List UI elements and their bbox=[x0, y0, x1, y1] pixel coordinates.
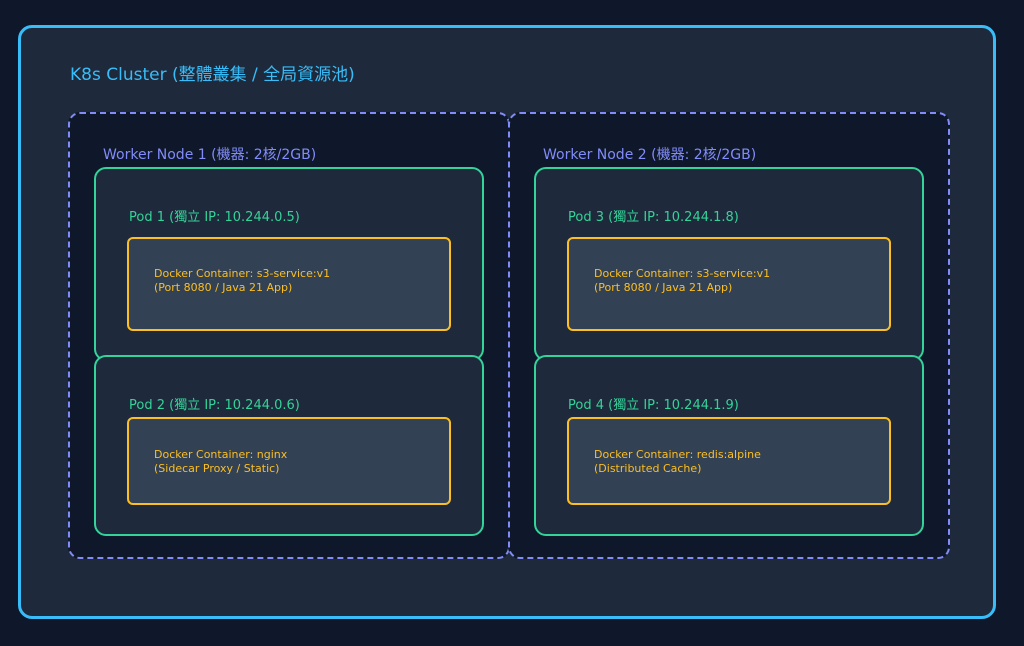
pod-4-title: Pod 4 (獨立 IP: 10.244.1.9) bbox=[568, 398, 739, 413]
pod-3-container-name: Docker Container: s3-service:v1 bbox=[594, 267, 771, 280]
worker-node-1-title: Worker Node 1 (機器: 2核/2GB) bbox=[103, 147, 317, 163]
pod-2-container-name: Docker Container: nginx bbox=[154, 448, 288, 461]
pod-3-container bbox=[567, 237, 891, 331]
worker-node-2-title: Worker Node 2 (機器: 2核/2GB) bbox=[543, 147, 757, 163]
pod-3-title: Pod 3 (獨立 IP: 10.244.1.8) bbox=[568, 210, 739, 225]
pod-1-container-name: Docker Container: s3-service:v1 bbox=[154, 267, 331, 280]
pod-2-container bbox=[127, 417, 451, 505]
pod-4-container bbox=[567, 417, 891, 505]
pod-1-container-detail: (Port 8080 / Java 21 App) bbox=[154, 281, 293, 294]
pod-1-container bbox=[127, 237, 451, 331]
pod-4-container-detail: (Distributed Cache) bbox=[594, 462, 702, 475]
pod-4-container-name: Docker Container: redis:alpine bbox=[594, 448, 761, 461]
pod-3-container-detail: (Port 8080 / Java 21 App) bbox=[594, 281, 733, 294]
pod-2-container-detail: (Sidecar Proxy / Static) bbox=[154, 462, 280, 475]
pod-1-title: Pod 1 (獨立 IP: 10.244.0.5) bbox=[129, 210, 300, 225]
pod-2-title: Pod 2 (獨立 IP: 10.244.0.6) bbox=[129, 398, 300, 413]
cluster-title: K8s Cluster (整體叢集 / 全局資源池) bbox=[70, 65, 355, 85]
